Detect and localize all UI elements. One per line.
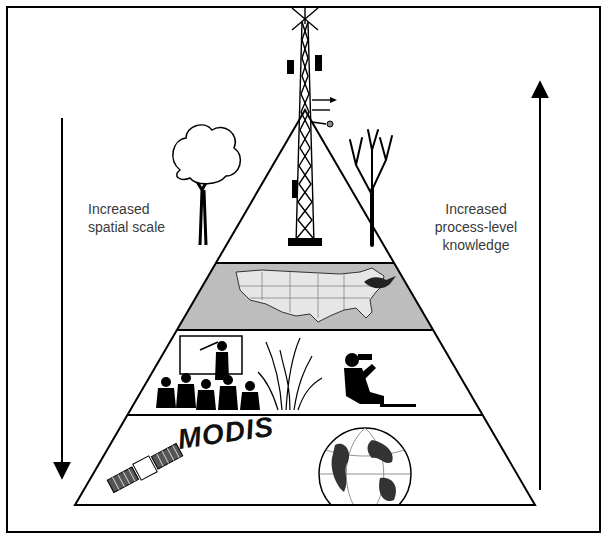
instrument-name: MODIS <box>176 411 276 456</box>
axis-label: Increased process-level knowledge <box>420 200 532 254</box>
axis-label: Increased spatial scale <box>88 200 172 236</box>
